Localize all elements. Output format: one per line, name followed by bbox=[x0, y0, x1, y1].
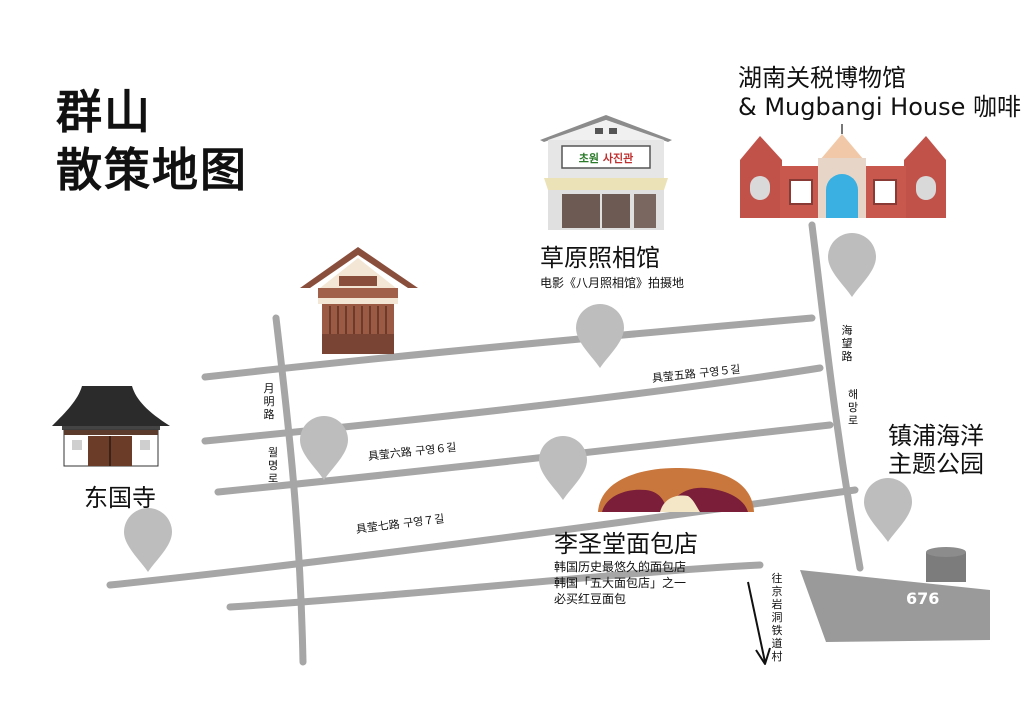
arrow-down-icon bbox=[747, 581, 771, 665]
label-lee-bakery[interactable]: 李圣堂面包店 bbox=[554, 530, 698, 558]
label-museum-line2[interactable]: & Mugbangi House 咖啡 bbox=[738, 93, 1022, 121]
road-gugyeong7 bbox=[106, 486, 859, 589]
note-chowon-studio: 电影《八月照相馆》拍摄地 bbox=[540, 276, 685, 290]
road-top bbox=[201, 314, 816, 381]
road-gugyeong5 bbox=[201, 364, 824, 445]
studio-sign-left: 초원 bbox=[578, 152, 600, 165]
road-label-wolmyeong-cn: 月明路 bbox=[263, 382, 275, 421]
location-pin-icon[interactable] bbox=[864, 478, 912, 542]
road-wolmyeong bbox=[272, 314, 307, 666]
museum-icon bbox=[740, 124, 946, 218]
location-pins bbox=[124, 233, 912, 572]
label-dongguk-temple[interactable]: 东国寺 bbox=[84, 484, 156, 512]
studio-sign-right: 사진관 bbox=[602, 152, 634, 165]
label-jinpo-park-line2[interactable]: 主题公园 bbox=[888, 450, 984, 478]
road-label-wolmyeong-kr: 월명로 bbox=[267, 446, 279, 485]
location-pin-icon[interactable] bbox=[576, 304, 624, 368]
label-museum-line1[interactable]: 湖南关税博物馆 bbox=[738, 64, 906, 92]
note-lee-bakery-1: 韩国历史最悠久的面包店 bbox=[554, 560, 687, 574]
location-pin-icon[interactable] bbox=[828, 233, 876, 297]
note-lee-bakery-3: 必买红豆面包 bbox=[554, 592, 627, 606]
label-chowon-studio[interactable]: 草原照相馆 bbox=[540, 244, 660, 272]
location-pin-icon[interactable] bbox=[300, 416, 348, 480]
wooden-house-icon bbox=[300, 247, 418, 354]
road-bottom bbox=[226, 561, 764, 611]
map-title-line1: 群山 bbox=[56, 85, 152, 139]
photo-studio-icon bbox=[540, 115, 672, 230]
red-bean-bread-icon bbox=[598, 468, 754, 512]
location-pin-icon[interactable] bbox=[539, 436, 587, 500]
ship-icon bbox=[800, 547, 990, 642]
road-haemang bbox=[808, 221, 864, 572]
temple-icon bbox=[52, 386, 170, 467]
road-label-haemang-cn: 海望路 bbox=[841, 324, 853, 363]
label-jinpo-park-line1[interactable]: 镇浦海洋 bbox=[888, 422, 984, 450]
note-lee-bakery-2: 韩国「五大面包店」之一 bbox=[554, 576, 687, 590]
location-pin-icon[interactable] bbox=[124, 508, 172, 572]
studio-sign: 초원 사진관 bbox=[566, 150, 646, 166]
ship-number: 676 bbox=[906, 589, 940, 608]
map-title-line2: 散策地图 bbox=[56, 143, 248, 197]
road-label-to-gyeongam: 往京岩洞铁道村 bbox=[771, 572, 783, 663]
road-label-haemang-kr: 해망로 bbox=[847, 388, 859, 427]
road-network bbox=[106, 221, 864, 666]
